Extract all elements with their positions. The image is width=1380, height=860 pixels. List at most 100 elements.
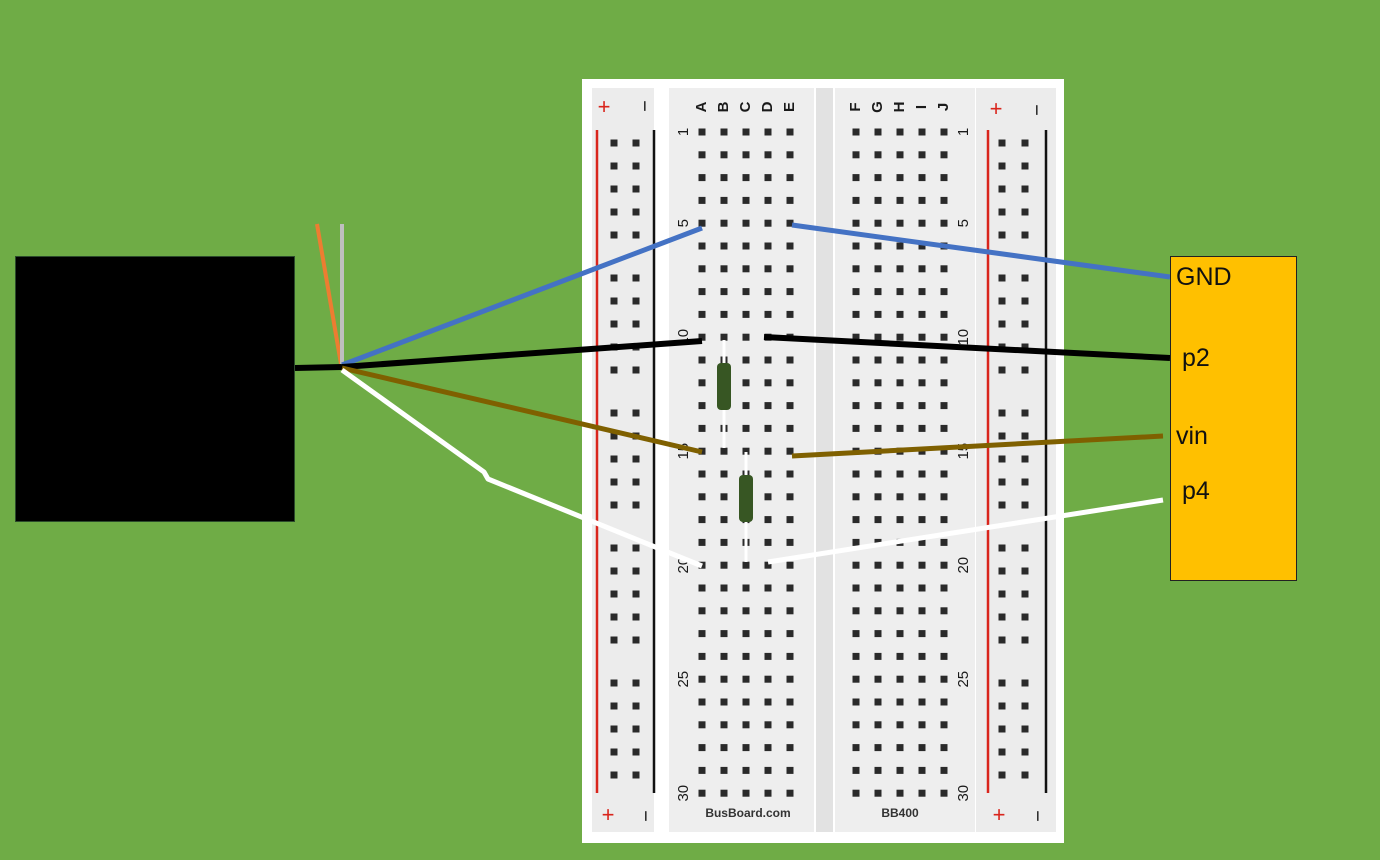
terminal-hole	[764, 151, 772, 159]
rail-hole	[998, 139, 1006, 147]
rail-hole	[610, 297, 618, 305]
row-number-right: 1	[955, 128, 972, 136]
terminal-hole	[918, 538, 926, 546]
terminal-hole	[786, 424, 794, 432]
model-label: BB400	[881, 806, 919, 820]
plus-symbol: +	[990, 96, 1003, 121]
rail-hole	[632, 208, 640, 216]
right-power-rail	[976, 88, 1056, 832]
terminal-hole	[874, 424, 882, 432]
data-wire	[767, 497, 1164, 565]
terminal-hole	[720, 447, 728, 455]
terminal-hole	[918, 128, 926, 136]
rail-hole	[998, 748, 1006, 756]
rail-hole	[998, 320, 1006, 328]
terminal-hole	[852, 196, 860, 204]
terminal-hole	[720, 744, 728, 752]
rail-hole	[998, 366, 1006, 374]
terminal-hole	[698, 333, 706, 341]
terminal-hole	[720, 698, 728, 706]
terminal-hole	[896, 561, 904, 569]
rail-hole	[632, 231, 640, 239]
rail-hole	[998, 501, 1006, 509]
terminal-hole	[786, 447, 794, 455]
terminal-hole	[742, 744, 750, 752]
terminal-hole	[698, 288, 706, 296]
microcontroller-board	[1170, 256, 1297, 581]
terminal-hole	[852, 265, 860, 273]
terminal-hole	[720, 561, 728, 569]
rail-hole	[998, 478, 1006, 486]
terminal-hole	[742, 766, 750, 774]
terminal-hole	[786, 174, 794, 182]
terminal-hole	[764, 310, 772, 318]
rail-hole	[632, 636, 640, 644]
ground-wire	[791, 222, 1171, 280]
terminal-hole	[940, 766, 948, 774]
rail-hole	[998, 297, 1006, 305]
terminal-hole	[742, 196, 750, 204]
rail-hole	[1021, 679, 1029, 687]
terminal-hole	[852, 242, 860, 250]
rail-hole	[610, 702, 618, 710]
terminal-hole	[896, 584, 904, 592]
signal-wire	[763, 334, 1171, 361]
terminal-hole	[852, 333, 860, 341]
terminal-hole	[896, 744, 904, 752]
terminal-hole	[896, 356, 904, 364]
terminal-hole	[764, 721, 772, 729]
terminal-hole	[742, 379, 750, 387]
terminal-hole	[940, 516, 948, 524]
terminal-hole	[896, 516, 904, 524]
rail-hole	[632, 748, 640, 756]
terminal-hole	[896, 652, 904, 660]
terminal-hole	[786, 470, 794, 478]
column-letter: E	[781, 102, 798, 112]
rail-hole	[610, 162, 618, 170]
terminal-hole	[874, 402, 882, 410]
terminal-hole	[874, 219, 882, 227]
terminal-hole	[742, 447, 750, 455]
terminal-hole	[918, 242, 926, 250]
terminal-hole	[874, 584, 882, 592]
rail-hole	[610, 544, 618, 552]
terminal-hole	[764, 265, 772, 273]
terminal-hole	[852, 744, 860, 752]
terminal-hole	[720, 652, 728, 660]
resistor	[739, 475, 753, 522]
terminal-hole	[698, 196, 706, 204]
rail-hole	[610, 567, 618, 575]
rail-hole	[632, 297, 640, 305]
rail-hole	[1021, 139, 1029, 147]
terminal-hole	[720, 174, 728, 182]
terminal-hole	[764, 584, 772, 592]
terminal-hole	[742, 424, 750, 432]
terminal-hole	[786, 698, 794, 706]
terminal-hole	[764, 424, 772, 432]
terminal-hole	[918, 219, 926, 227]
terminal-hole	[896, 288, 904, 296]
rail-hole	[610, 231, 618, 239]
rail-hole	[998, 702, 1006, 710]
terminal-hole	[698, 219, 706, 227]
rail-hole	[998, 231, 1006, 239]
terminal-hole	[852, 789, 860, 797]
minus-symbol: −	[1026, 104, 1048, 116]
terminal-hole	[874, 151, 882, 159]
terminal-hole	[874, 561, 882, 569]
rail-hole	[632, 590, 640, 598]
terminal-hole	[720, 219, 728, 227]
terminal-hole	[896, 424, 904, 432]
rail-hole	[632, 544, 640, 552]
terminal-hole	[940, 151, 948, 159]
rail-hole	[610, 185, 618, 193]
terminal-hole	[720, 242, 728, 250]
terminal-hole	[874, 675, 882, 683]
terminal-hole	[764, 766, 772, 774]
rail-hole	[998, 590, 1006, 598]
rail-hole	[1021, 455, 1029, 463]
terminal-hole	[786, 310, 794, 318]
terminal-hole	[940, 607, 948, 615]
terminal-hole	[698, 310, 706, 318]
terminal-hole	[874, 789, 882, 797]
